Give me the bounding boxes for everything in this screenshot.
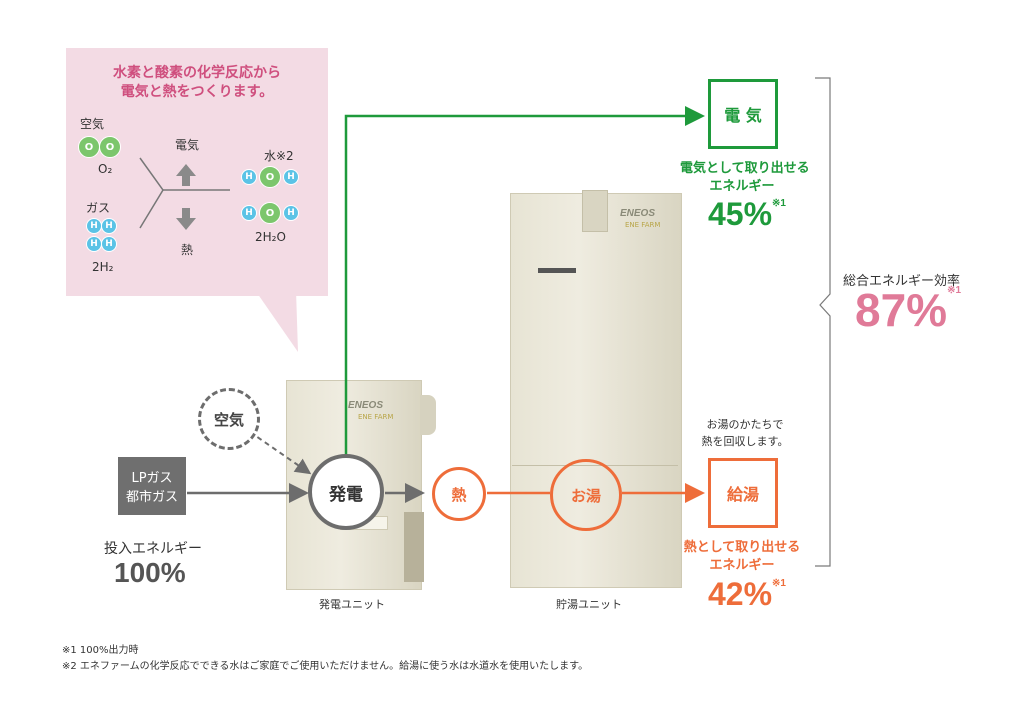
bubble-title-line2: 電気と熱をつくります。	[120, 84, 274, 100]
power-unit-label: 発電ユニット	[319, 598, 385, 611]
brand-logo: ENEOS	[348, 400, 384, 411]
hot-water-circle: お湯	[550, 459, 622, 531]
hydrogen-atom: H	[101, 218, 117, 234]
oxygen-atom: O	[78, 136, 100, 158]
heat-desc: 熱として取り出せる エネルギー	[680, 539, 804, 575]
input-energy-label: 投入エネルギー	[104, 541, 202, 557]
electric-desc-line1: 電気として取り出せる	[680, 161, 810, 176]
gas-source-box: LPガス 都市ガス	[118, 457, 186, 515]
electricity-box: 電 気	[708, 79, 778, 149]
generation-label: 発電	[329, 484, 363, 505]
heat-recovery-line2: 熱を回収します。	[701, 435, 789, 448]
electric-value: 45%※1	[708, 196, 786, 233]
hot-water-supply-box: 給湯	[708, 458, 778, 528]
heat-desc-line1: 熱として取り出せる	[683, 540, 801, 555]
arrow-up-icon	[176, 164, 196, 186]
electric-value-number: 45%	[708, 196, 773, 232]
air-circle: 空気	[198, 388, 260, 450]
oxygen-atom: O	[259, 166, 281, 188]
total-efficiency-label: 総合エネルギー効率	[843, 274, 961, 289]
heat-recovery-line1: お湯のかたちで	[706, 418, 784, 431]
heat-recovery-note: お湯のかたちで 熱を回収します。	[690, 416, 800, 450]
hydrogen-atom: H	[283, 169, 299, 185]
water-label: 水※2	[264, 149, 294, 163]
air-circle-label: 空気	[213, 410, 244, 429]
total-value-number: 87%	[855, 284, 948, 336]
product-logo: ENE FARM	[625, 221, 661, 229]
hydrogen-atom: H	[283, 205, 299, 221]
input-energy-value: 100%	[114, 557, 186, 588]
storage-unit-vent	[538, 268, 576, 273]
electricity-flow	[344, 106, 705, 455]
heat-circle-label: 熱	[451, 485, 467, 504]
h2-label: 2H₂	[92, 260, 114, 274]
electricity-label: 電気	[175, 138, 200, 152]
heat-desc-line2: エネルギー	[709, 558, 775, 573]
electric-footnote-ref: ※1	[772, 198, 786, 209]
arrow-down-icon	[176, 208, 196, 230]
oxygen-atom: O	[259, 202, 281, 224]
air-flow	[249, 431, 312, 475]
bubble-title: 水素と酸素の化学反応から 電気と熱をつくります。	[66, 64, 328, 102]
total-efficiency-value: 87%※1	[855, 283, 961, 337]
hot-water-supply-label: 給湯	[726, 485, 759, 504]
electric-desc: 電気として取り出せる エネルギー	[680, 160, 810, 196]
gas-box-line2: 都市ガス	[125, 490, 178, 505]
heat-label: 熱	[181, 243, 194, 257]
total-footnote-ref: ※1	[947, 285, 962, 296]
gas-box-line1: LPガス	[131, 471, 173, 486]
hot-water-label: お湯	[570, 486, 601, 505]
footnote-2: ※2 エネファームの化学反応でできる水はご家庭でご使用いただけません。給湯に使う…	[62, 661, 589, 672]
hydrogen-atom: H	[101, 236, 117, 252]
h2o-label: 2H₂O	[255, 230, 286, 244]
power-unit-pipes	[404, 512, 424, 582]
storage-unit-label: 貯湯ユニット	[556, 598, 622, 611]
hydrogen-atom: H	[241, 205, 257, 221]
total-bracket	[815, 77, 831, 567]
o2-label: O₂	[98, 162, 113, 176]
oxygen-atom: O	[99, 136, 121, 158]
brand-logo: ENEOS	[620, 208, 656, 219]
storage-unit-top-pipe	[582, 190, 608, 232]
heat-footnote-ref: ※1	[772, 578, 786, 589]
generation-circle: 発電	[308, 454, 384, 530]
power-unit-side	[420, 395, 436, 435]
gas-label: ガス	[86, 201, 111, 215]
bubble-title-line1: 水素と酸素の化学反応から	[113, 65, 281, 81]
heat-value: 42%※1	[708, 576, 786, 613]
heat-circle: 熱	[432, 467, 486, 521]
air-label: 空気	[80, 117, 105, 131]
hydrogen-atom: H	[241, 169, 257, 185]
electricity-box-label: 電 気	[724, 106, 762, 125]
product-logo: ENE FARM	[358, 413, 394, 421]
footnote-1: ※1 100%出力時	[62, 645, 139, 656]
heat-value-number: 42%	[708, 576, 773, 612]
electric-desc-line2: エネルギー	[709, 179, 775, 194]
